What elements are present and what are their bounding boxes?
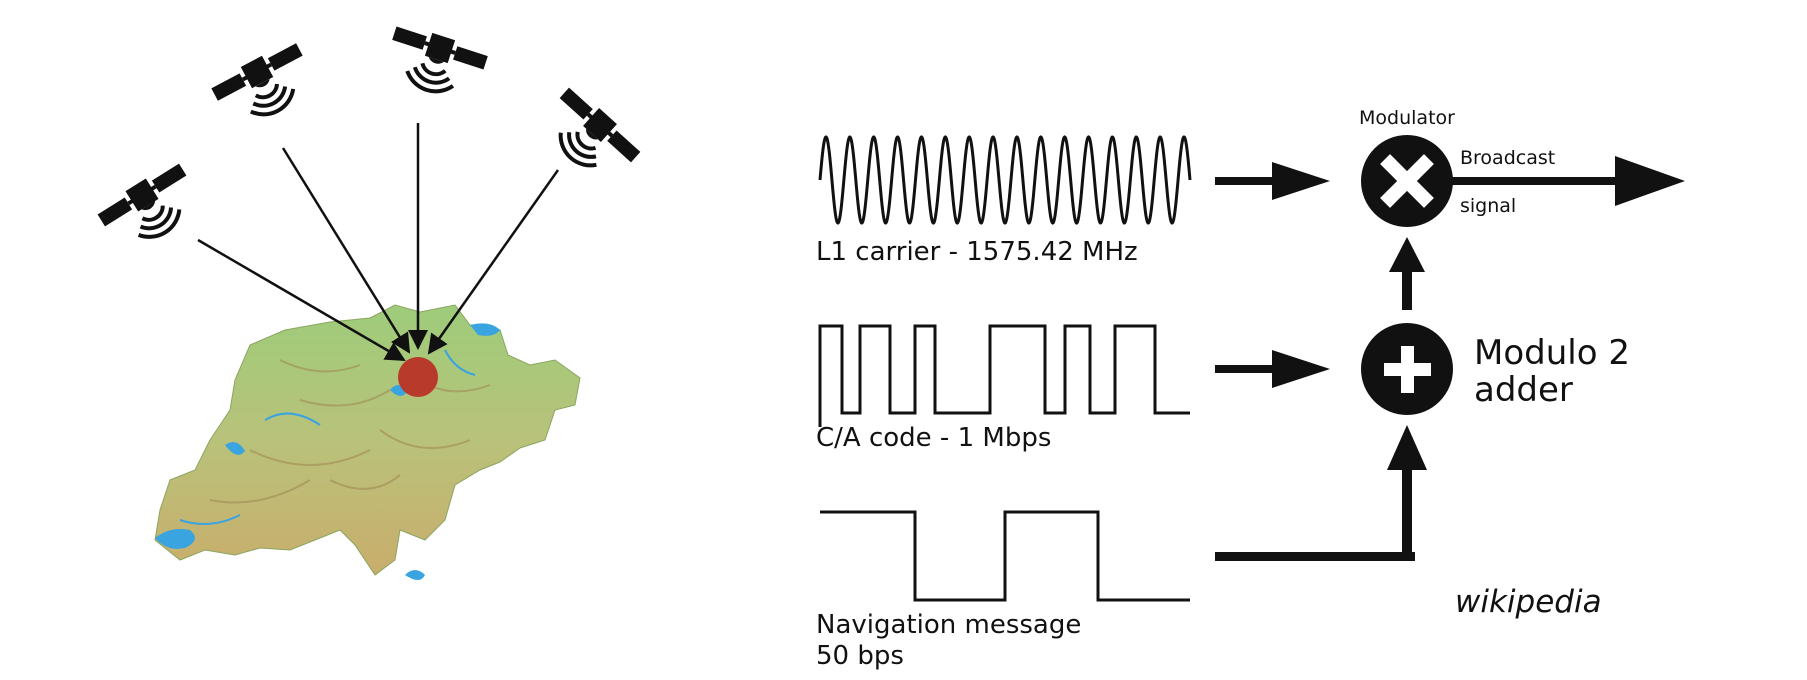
adder-label: Modulo 2 (1474, 333, 1630, 373)
arrow-adder-to-modulator (1389, 237, 1425, 310)
lake-geneva (155, 529, 195, 549)
ca-code-waveform (818, 324, 1190, 427)
signal-label: signal (1460, 195, 1516, 217)
arrow-nav-to-adder (1215, 425, 1427, 561)
arrow-code-to-adder (1215, 350, 1330, 388)
arrow-broadcast-output (1450, 156, 1685, 206)
satellite-icon (378, 19, 492, 107)
satellite-icon (92, 157, 209, 260)
nav-label: Navigation message (816, 610, 1081, 640)
carrier-label: L1 carrier - 1575.42 MHz (816, 237, 1138, 267)
satellite-icon (209, 39, 320, 134)
broadcast-label: Broadcast (1460, 147, 1555, 169)
signal-paths (197, 123, 560, 362)
receiver-dot (398, 357, 438, 397)
code-label: C/A code - 1 Mbps (816, 423, 1051, 453)
nav-rate-label: 50 bps (816, 641, 904, 671)
credit-label: wikipedia (1455, 584, 1602, 620)
nav-message-waveform (820, 510, 1190, 602)
map-switzerland (154, 304, 581, 580)
lake-constance (470, 323, 500, 336)
multiply-icon (1361, 135, 1453, 227)
carrier-waveform (818, 135, 1192, 225)
arrow-carrier-to-modulator (1215, 162, 1330, 200)
modulator-label: Modulator (1359, 107, 1455, 129)
adder-label-line2: adder (1474, 370, 1573, 410)
satellite-icon (532, 81, 646, 192)
plus-icon (1361, 323, 1453, 415)
